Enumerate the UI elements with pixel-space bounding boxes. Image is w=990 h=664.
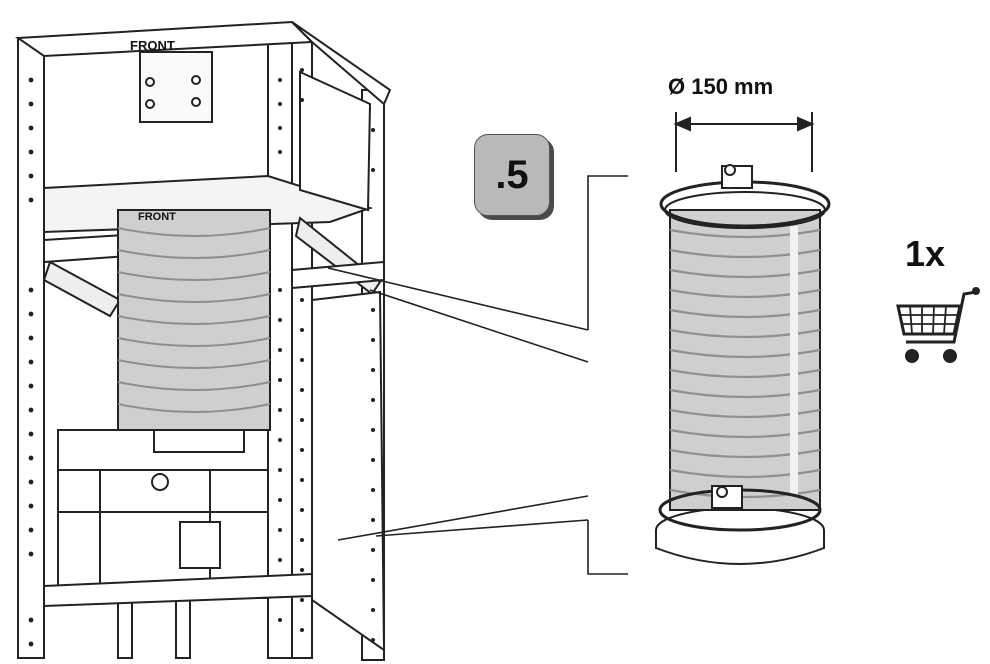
installed-hose — [117, 209, 271, 431]
frame-label-inner: FRONT — [138, 211, 176, 223]
quantity-label: 1x — [905, 233, 946, 274]
dimension-arrow — [673, 112, 815, 172]
detail-hose — [655, 164, 831, 565]
step-label: .5 — [495, 152, 529, 197]
frame-label-top: FRONT — [130, 38, 175, 53]
cart-icon — [896, 287, 980, 363]
step-badge: .5 — [474, 134, 550, 216]
upright-perforations — [28, 68, 375, 647]
dimension-label: Ø 150 mm — [668, 74, 774, 99]
callout-leaders — [327, 175, 628, 575]
